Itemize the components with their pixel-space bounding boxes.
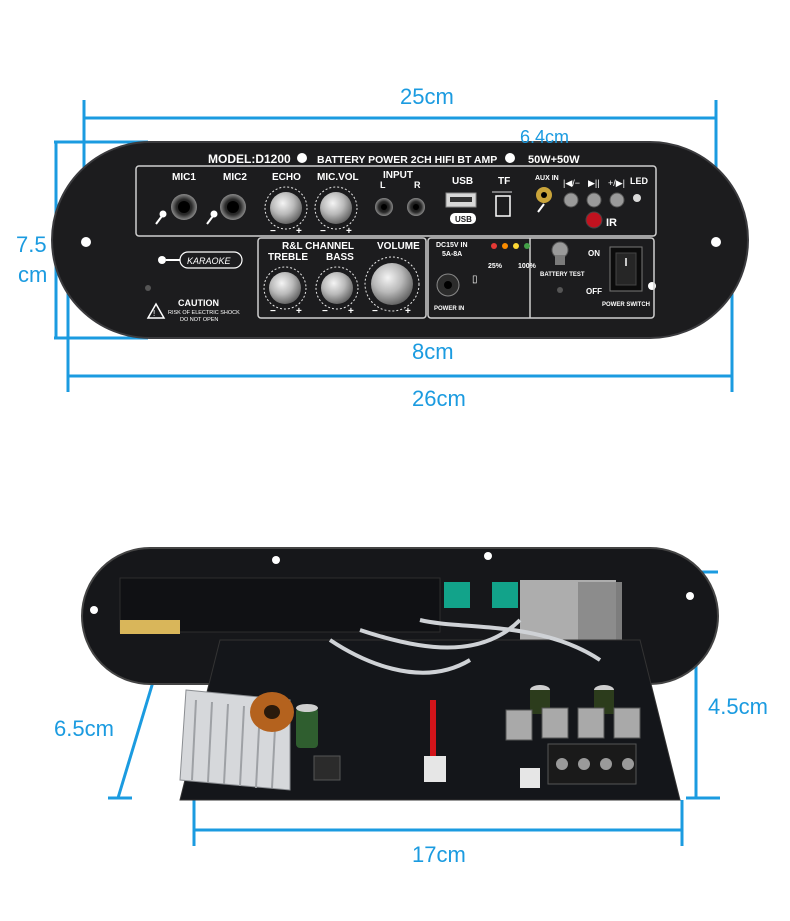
svg-text:DO NOT OPEN: DO NOT OPEN (180, 317, 218, 323)
play-pause-icon: ▶|| (588, 178, 600, 188)
svg-text:100%: 100% (518, 263, 537, 270)
width-top-label: 25cm (400, 84, 454, 109)
led-indicator (633, 194, 641, 202)
power-in-label: POWER IN (434, 306, 464, 312)
board-depth-label: 6.5cm (54, 716, 114, 741)
mic2-label: MIC2 (223, 172, 247, 183)
svg-text:+: + (296, 306, 302, 317)
svg-text:+: + (348, 306, 354, 317)
svg-text:−: − (372, 306, 378, 317)
input-label: INPUT (383, 170, 413, 181)
speaker-terminals (547, 743, 637, 785)
svg-text:−: − (270, 306, 276, 317)
previous-button[interactable] (563, 192, 579, 208)
next-button[interactable] (609, 192, 625, 208)
battery-test-label: BATTERY TEST (540, 272, 585, 278)
power-in-jack[interactable] (436, 273, 460, 297)
svg-text:!: ! (153, 309, 155, 318)
control-width-label: 8cm (412, 339, 454, 364)
tf-label: TF (498, 176, 510, 187)
echo-knob[interactable] (264, 186, 308, 230)
battery-icon: ▯ (472, 274, 478, 285)
width-bottom-label: 26cm (412, 386, 466, 411)
mic1-jack[interactable] (171, 194, 197, 220)
svg-text:−: − (320, 226, 326, 237)
svg-text:+: + (296, 226, 302, 237)
treble-label: TREBLE (268, 252, 308, 263)
aux-in-jack[interactable] (536, 187, 552, 203)
model-label: MODEL:D1200 (208, 152, 291, 166)
bass-knob[interactable] (315, 266, 359, 310)
svg-text:+: + (346, 226, 352, 237)
tf-card-slot[interactable] (495, 195, 511, 217)
echo-label: ECHO (272, 172, 301, 183)
microphone-icon (155, 210, 218, 225)
panel-title: BATTERY POWER 2CH HIFI BT AMP (317, 154, 497, 166)
height-label: 7.5 (16, 232, 47, 257)
caution-label: ! CAUTION RISK OF ELECTRIC SHOCK DO NOT … (146, 298, 240, 323)
front-panel-figure: MODEL:D1200 BATTERY POWER 2CH HIFI BT AM… (51, 100, 749, 392)
led-label: LED (630, 176, 649, 186)
battery-level-leds (491, 243, 530, 249)
svg-text:CAUTION: CAUTION (178, 298, 219, 308)
aux-in-label: AUX IN (535, 175, 559, 182)
play-pause-button[interactable] (586, 192, 602, 208)
mic-vol-label: MIC.VOL (317, 172, 359, 183)
board-height-label: 4.5cm (708, 694, 768, 719)
usb-label: USB (452, 176, 473, 187)
power-switch-label: POWER SWITCH (602, 302, 650, 308)
previous-icon: |◀/− (563, 178, 580, 188)
svg-text:USB: USB (455, 215, 472, 224)
treble-knob[interactable] (263, 266, 307, 310)
dc-amp-label: 5A-8A (442, 251, 462, 258)
svg-text:25%: 25% (488, 263, 503, 270)
rl-channel-label: R&L CHANNEL (282, 241, 354, 252)
battery-test-button[interactable] (551, 241, 569, 265)
dc-in-label: DC15V IN (436, 242, 468, 249)
mic1-label: MIC1 (172, 172, 196, 183)
next-icon: +/▶| (608, 178, 625, 188)
board-width-label: 17cm (412, 842, 466, 867)
ir-receiver (585, 211, 603, 229)
volume-knob[interactable] (364, 256, 420, 312)
svg-text:RISK OF ELECTRIC SHOCK: RISK OF ELECTRIC SHOCK (168, 310, 240, 316)
svg-text:−: − (322, 306, 328, 317)
svg-text:KARAOKE: KARAOKE (187, 256, 232, 266)
battery-connector (313, 755, 341, 781)
volume-label: VOLUME (377, 241, 420, 252)
on-label: ON (588, 249, 600, 258)
toroid-inductor (250, 692, 294, 732)
usb-icon: USB (450, 213, 476, 224)
offset-label: 6.4cm (520, 127, 570, 147)
front-panel (51, 141, 749, 339)
board-figure (81, 547, 720, 846)
power-switch[interactable] (609, 246, 643, 292)
mic2-jack[interactable] (220, 194, 246, 220)
karaoke-badge: KARAOKE (158, 251, 243, 269)
mic-vol-knob[interactable] (314, 186, 358, 230)
input-r-label: R (414, 180, 421, 190)
input-l-label: L (380, 180, 386, 190)
power-rating: 50W+50W (528, 154, 580, 166)
height-unit-label: cm (18, 262, 48, 287)
input-l-jack[interactable] (375, 198, 393, 216)
bass-label: BASS (326, 252, 354, 263)
ir-label: IR (606, 217, 617, 229)
off-label: OFF (586, 287, 602, 296)
svg-text:−: − (270, 226, 276, 237)
svg-text:+: + (405, 306, 411, 317)
input-r-jack[interactable] (407, 198, 425, 216)
